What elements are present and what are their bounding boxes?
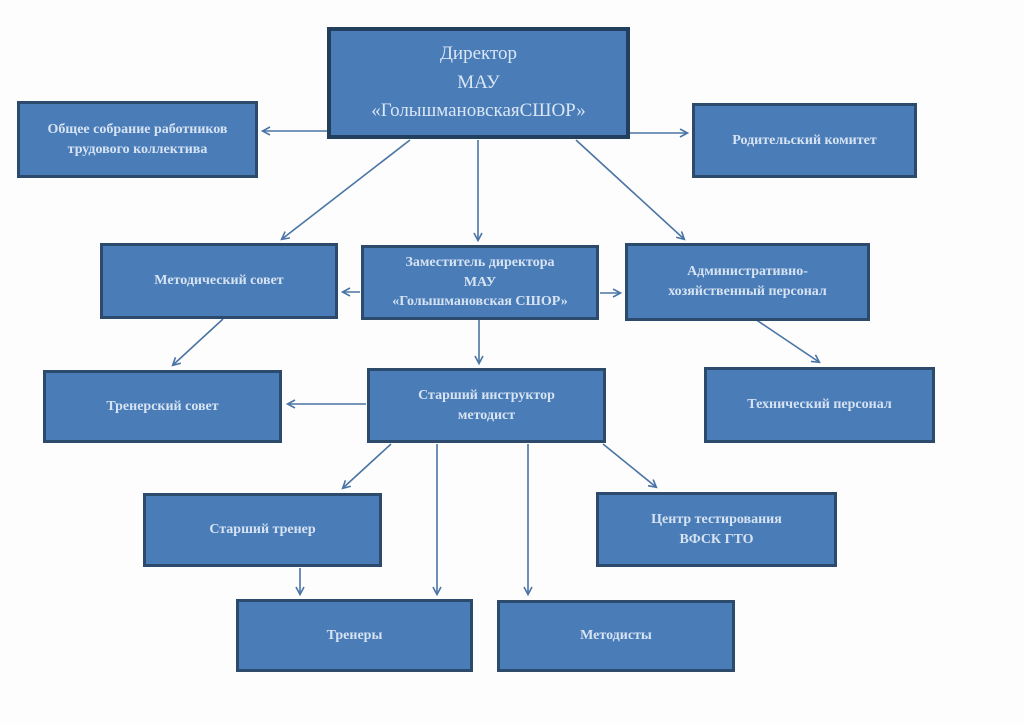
node-methodical-council: Методический совет [100,243,338,319]
edge-senior-instructor-to-senior-trainer [343,443,392,488]
edge-senior-instructor-to-testing-center [602,443,656,487]
node-senior-trainer: Старший тренер [143,493,382,567]
node-parent-committee: Родительский комитет [692,103,917,178]
edge-admin-staff-to-technical-staff [754,318,819,362]
edge-methodical-council-to-trainer-council [173,318,224,365]
node-admin-staff: Административно- хозяйственный персонал [625,243,870,321]
node-general-meeting: Общее собрание работников трудового колл… [17,101,258,178]
node-senior-instructor: Старший инструктор методист [367,368,606,443]
node-methodists: Методисты [497,600,735,672]
node-testing-center: Центр тестирования ВФСК ГТО [596,492,837,567]
node-trainers: Тренеры [236,599,473,672]
node-deputy-director: Заместитель директора МАУ «Голышмановска… [361,245,599,320]
node-director: Директор МАУ «ГолышмановскаяСШОР» [327,27,630,139]
node-trainer-council: Тренерский совет [43,370,282,443]
edge-director-to-methodical-council [282,139,411,239]
node-technical-staff: Технический персонал [704,367,935,443]
edge-director-to-admin-staff [575,139,684,239]
